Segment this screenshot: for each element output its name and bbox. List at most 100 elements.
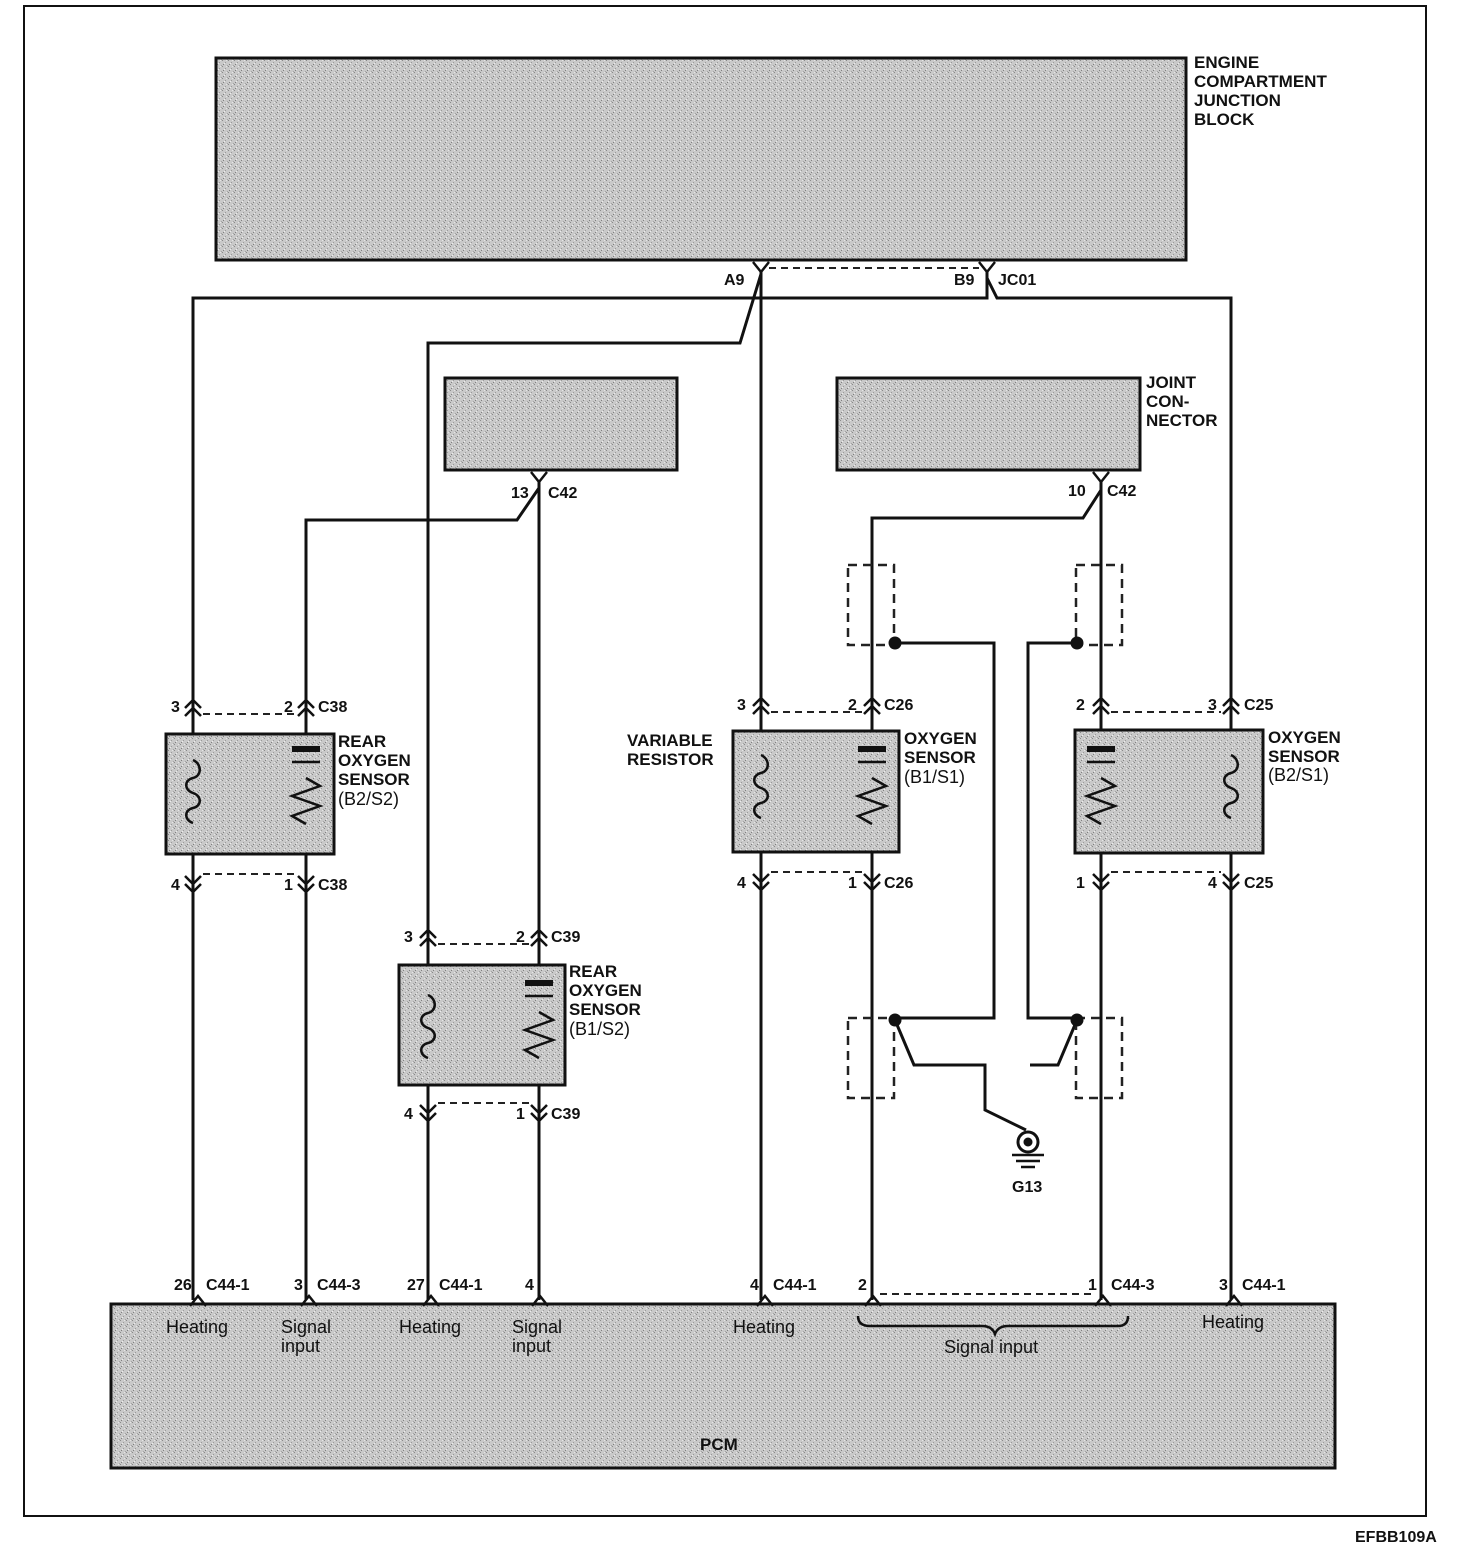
shield-box-4	[1074, 1016, 1124, 1100]
pcm-pin-connector: C44-1	[439, 1277, 483, 1294]
pcm-pin-number: 4	[750, 1277, 759, 1294]
wire-a9-to-b1s2	[426, 273, 763, 1300]
connector-label: C39	[551, 1106, 580, 1123]
joint-connector-block	[835, 376, 1142, 472]
page-frame	[23, 5, 1427, 1517]
connector-block-left	[443, 376, 679, 472]
terminal-c42-10-icon	[1092, 471, 1110, 485]
c42-pin13-label: 13	[511, 485, 529, 502]
pcm-pin-function: Heating	[166, 1317, 228, 1337]
c42-right-label: C42	[1107, 483, 1136, 500]
shield-wire-b1s1	[895, 641, 996, 1020]
pin-label: 3	[1208, 697, 1217, 714]
pin-label: 4	[171, 877, 180, 894]
pcm-pin-number: 3	[294, 1277, 303, 1294]
connector-label: C26	[884, 875, 913, 892]
pcm-pin-connector: C44-1	[206, 1277, 250, 1294]
pcm-pin-number: 27	[407, 1277, 425, 1294]
pcm-pin-connector: C44-1	[773, 1277, 817, 1294]
pcm-pin-function: Heating	[399, 1317, 461, 1337]
terminal-a9-icon	[752, 261, 770, 275]
pcm-pin-icon	[422, 1293, 440, 1307]
pcm-pin-number: 26	[174, 1277, 192, 1294]
sensor-element-icon	[521, 980, 557, 1060]
pin-label: 4	[404, 1106, 413, 1123]
sensor-element-icon	[1083, 746, 1119, 826]
connector-label: C39	[551, 929, 580, 946]
pcm-pin-function: Heating	[733, 1317, 795, 1337]
diagram-id: EFBB109A	[1355, 1529, 1437, 1546]
sensor-sub-o2-b1s1: (B1/S1)	[904, 767, 965, 787]
connector-label: C26	[884, 697, 913, 714]
shield-drain-right	[1030, 1019, 1079, 1067]
pcm-pin-icon	[864, 1293, 882, 1307]
pin-label: 4	[737, 875, 746, 892]
ground-icon	[1012, 1130, 1044, 1169]
pin-label: 1	[848, 875, 857, 892]
connector-label: C25	[1244, 697, 1273, 714]
engine-junction-block	[214, 56, 1188, 262]
terminal-a9-label: A9	[724, 272, 745, 289]
pin-label: 2	[1076, 697, 1085, 714]
shield-box-3	[846, 1016, 896, 1100]
pcm-pin-connector: C44-3	[1111, 1277, 1155, 1294]
terminal-c42-13-icon	[530, 471, 548, 485]
pcm-pin-connector: C44-3	[317, 1277, 361, 1294]
wire-c42-10-to-b1s1	[870, 489, 1103, 1300]
shield-wire-b2s1	[1026, 641, 1077, 1020]
splice-dot-2	[1070, 636, 1084, 650]
heater-coil-icon	[753, 753, 769, 820]
sensor-sub-o2-b2s1: (B2/S1)	[1268, 765, 1329, 785]
terminal-b9-label: B9	[954, 272, 975, 289]
shield-drain-left	[893, 1019, 1027, 1132]
sensor-sub-rear-b2s2: (B2/S2)	[338, 789, 399, 809]
sensor-sub-rear-b1s2: (B1/S2)	[569, 1019, 630, 1039]
shield-box-2	[1074, 563, 1124, 647]
pcm-pin-icon	[531, 1293, 549, 1307]
connector-marks	[184, 696, 1240, 1123]
sensor-element-icon	[854, 746, 890, 826]
pcm-pin-number: 3	[1219, 1277, 1228, 1294]
connector-label: C25	[1244, 875, 1273, 892]
pcm-pin-icon	[756, 1293, 774, 1307]
pcm-pin-icon	[189, 1293, 207, 1307]
pcm-label: PCM	[700, 1435, 738, 1454]
pcm-pin-icon	[1094, 1293, 1112, 1307]
ground-label: G13	[1012, 1179, 1042, 1196]
splice-dot-1	[888, 636, 902, 650]
pcm-block	[109, 1302, 1337, 1470]
pcm-pin-number: 4	[525, 1277, 534, 1294]
pcm-signal-brace	[856, 1315, 1130, 1338]
wire-c42-13-to-b2s2	[304, 487, 541, 1300]
shield-box-1	[846, 563, 896, 647]
heater-coil-icon	[1223, 753, 1239, 820]
sensor-element-icon	[288, 746, 324, 826]
pin-label: 2	[516, 929, 525, 946]
pin-label: 1	[516, 1106, 525, 1123]
terminal-jc01-label: JC01	[998, 272, 1036, 289]
connector-label: C38	[318, 877, 347, 894]
heater-coil-icon	[420, 993, 436, 1060]
splice-dot-4	[1070, 1013, 1084, 1027]
pcm-pin-connector: C44-1	[1242, 1277, 1286, 1294]
pin-label: 2	[848, 697, 857, 714]
heater-coil-icon	[185, 758, 201, 825]
pcm-signal-group-label: Signal input	[944, 1337, 1038, 1357]
pin-label: 2	[284, 699, 293, 716]
pcm-pin-icon	[1225, 1293, 1243, 1307]
c42-pin10-label: 10	[1068, 483, 1086, 500]
splice-dot-3	[888, 1013, 902, 1027]
pcm-pin-function: Heating	[1202, 1312, 1264, 1332]
connector-label: C38	[318, 699, 347, 716]
c42-left-label: C42	[548, 485, 577, 502]
terminal-b9-icon	[978, 261, 996, 275]
